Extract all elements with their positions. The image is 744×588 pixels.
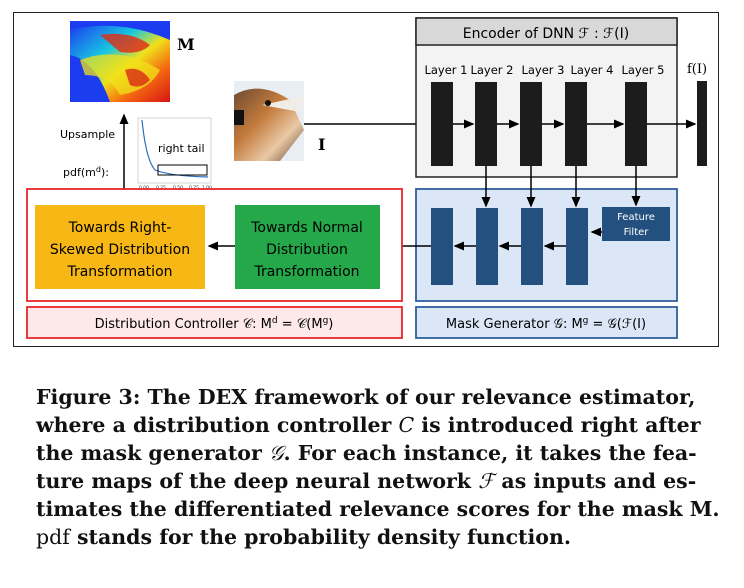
encoder-title: Encoder of DNN ℱ : ℱ(I) — [463, 26, 630, 42]
layer-4-label: Layer 4 — [570, 63, 613, 77]
mask-label: M — [177, 35, 195, 54]
skewed-line-3: Transformation — [66, 264, 172, 280]
upsample-label: Upsample — [60, 128, 115, 141]
layer-4-block — [565, 82, 587, 166]
normal-line-2: Distribution — [266, 242, 348, 258]
caption-line-4: ture maps of the deep neural network ℱ a… — [36, 469, 697, 493]
mg-block-1 — [431, 208, 453, 285]
layer-1-label: Layer 1 — [424, 63, 467, 77]
caption-line-5: timates the differentiated relevance sco… — [36, 497, 720, 521]
encoder-title-bar — [415, 17, 678, 46]
pdf-tick-0: 0.00 — [139, 185, 149, 191]
input-label: I — [318, 135, 325, 154]
skewed-transform-box — [35, 205, 205, 289]
caption-line-3: the mask generator 𝒢. For each instance,… — [36, 441, 697, 465]
pdf-tick-2: 0.50 — [173, 185, 183, 191]
pdf-tick-3: 0.75 — [189, 185, 199, 191]
mask-heatmap-image — [70, 21, 170, 102]
framework-diagram: M Upsample pdf(md): right tail 0.00 0.25… — [26, 17, 707, 339]
skewed-line-2: Skewed Distribution — [50, 242, 190, 258]
caption-line-1: Figure 3: The DEX framework of our relev… — [36, 385, 696, 409]
pdf-plot: right tail 0.00 0.25 0.50 0.75 1.00 — [137, 117, 212, 191]
normal-transform-box — [235, 205, 380, 289]
layer-2-label: Layer 2 — [470, 63, 513, 77]
layer-3-label: Layer 3 — [521, 63, 564, 77]
right-tail-box — [157, 164, 208, 176]
skewed-line-1: Towards Right- — [68, 220, 172, 236]
normal-line-1: Towards Normal — [250, 220, 363, 236]
controller-label-box — [26, 306, 403, 339]
layer-3-block — [520, 82, 542, 166]
feature-filter-label-1: Feature — [617, 212, 655, 223]
figure-caption: Figure 3: The DEX framework of our relev… — [36, 383, 726, 551]
mask-generator-box — [415, 188, 678, 302]
layer-5-label: Layer 5 — [621, 63, 664, 77]
generator-label-box — [415, 306, 678, 339]
feature-filter-label-2: Filter — [624, 227, 650, 238]
pdf-tick-1: 0.25 — [156, 185, 166, 191]
pdf-label: pdf(md): — [63, 165, 109, 179]
feature-filter-box — [602, 207, 670, 241]
right-tail-label: right tail — [158, 142, 205, 155]
output-label: f(I) — [687, 62, 707, 77]
mg-block-3 — [521, 208, 543, 285]
caption-line-2: where a distribution controller C is int… — [36, 413, 701, 437]
layer-1-block — [431, 82, 453, 166]
caption-line-6: pdf stands for the probability density f… — [36, 525, 572, 549]
generator-label: Mask Generator 𝒢: Mg = 𝒢(ℱ(I) — [446, 316, 646, 332]
mg-block-4 — [566, 208, 588, 285]
layer-5-block — [625, 82, 647, 166]
pdf-tick-4: 1.00 — [202, 185, 212, 191]
input-image — [234, 81, 304, 161]
pdf-curve — [141, 119, 209, 178]
layer-2-block — [475, 82, 497, 166]
normal-line-3: Transformation — [253, 264, 359, 280]
output-block — [697, 81, 707, 166]
controller-label: Distribution Controller 𝒞: Md = 𝒞(Mg) — [95, 316, 334, 332]
mg-block-2 — [476, 208, 498, 285]
